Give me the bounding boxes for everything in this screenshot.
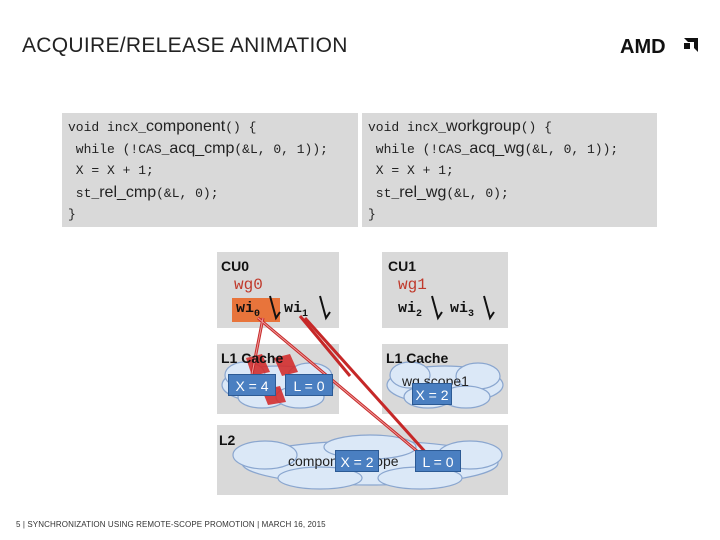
code-text: acq_cmp [169,140,235,157]
code-text: } [368,207,376,222]
code-text: (&L, 0, 1)); [234,142,328,157]
code-text: while (!CAS_ [68,142,170,157]
code-text: component [146,118,226,135]
wi-name: wi [398,300,417,317]
code-panel-workgroup: void incX_workgroup() { while (!CAS_acq_… [362,113,657,227]
code-text: void incX_ [368,120,447,135]
code-text: rel_cmp [99,184,157,201]
code-text: (&L, 0); [446,186,509,201]
wi-index: 1 [302,309,309,320]
slide-footer: 5 | SYNCHRONIZATION USING REMOTE-SCOPE P… [16,520,326,529]
wi-arrow-icons [269,295,495,321]
wi-name: wi [284,300,303,317]
cu0-wi1-label: wi1 [284,300,308,320]
l2-label: L2 [219,432,236,448]
amd-logo: AMD [620,35,700,62]
code-panel-component: void incX_component() { while (!CAS_acq_… [62,113,358,227]
code-text: (&L, 0); [156,186,219,201]
cu1-wi3-label: wi3 [450,300,474,320]
code-text: X = X + 1; [68,163,154,178]
code-text: acq_wg [469,140,525,157]
wi-index: 2 [416,309,423,320]
cu1-l1-cache-label: L1 Cache [386,350,449,366]
wi-index: 3 [468,309,475,320]
l2-x-value: X = 2 [335,450,379,472]
code-text: (&L, 0, 1)); [524,142,619,157]
cu0-wi0-label: wi0 [236,300,260,320]
code-text: workgroup [446,118,521,135]
code-text: void incX_ [68,120,147,135]
wi-index: 0 [254,309,261,320]
code-text: st_ [68,186,100,201]
code-text: } [68,207,76,222]
amd-logo-text: AMD [620,36,666,57]
cu0-l1-cache-label: L1 Cache [221,350,284,366]
wi-name: wi [450,300,469,317]
code-text: () { [225,120,257,135]
l2-l-value: L = 0 [415,450,461,472]
cu1-workgroup-label: wg1 [398,276,427,294]
code-text: st_ [368,186,400,201]
cu0-l1-x-value: X = 4 [228,374,276,396]
cu0-l1-l-value: L = 0 [285,374,333,396]
cu0-workgroup-label: wg0 [234,276,263,294]
cu1-block [382,252,508,328]
red-arrows-inner [251,317,431,463]
cu1-l1-x-value: X = 2 [412,383,452,405]
code-text: rel_wg [399,184,447,201]
code-text: X = X + 1; [368,163,454,178]
wi-name: wi [236,300,255,317]
slide-title: ACQUIRE/RELEASE ANIMATION [22,34,348,57]
cu1-label: CU1 [388,258,417,274]
code-text: () { [520,120,552,135]
code-text: while (!CAS_ [368,142,470,157]
cu0-label: CU0 [221,258,250,274]
cu1-wi2-label: wi2 [398,300,422,320]
